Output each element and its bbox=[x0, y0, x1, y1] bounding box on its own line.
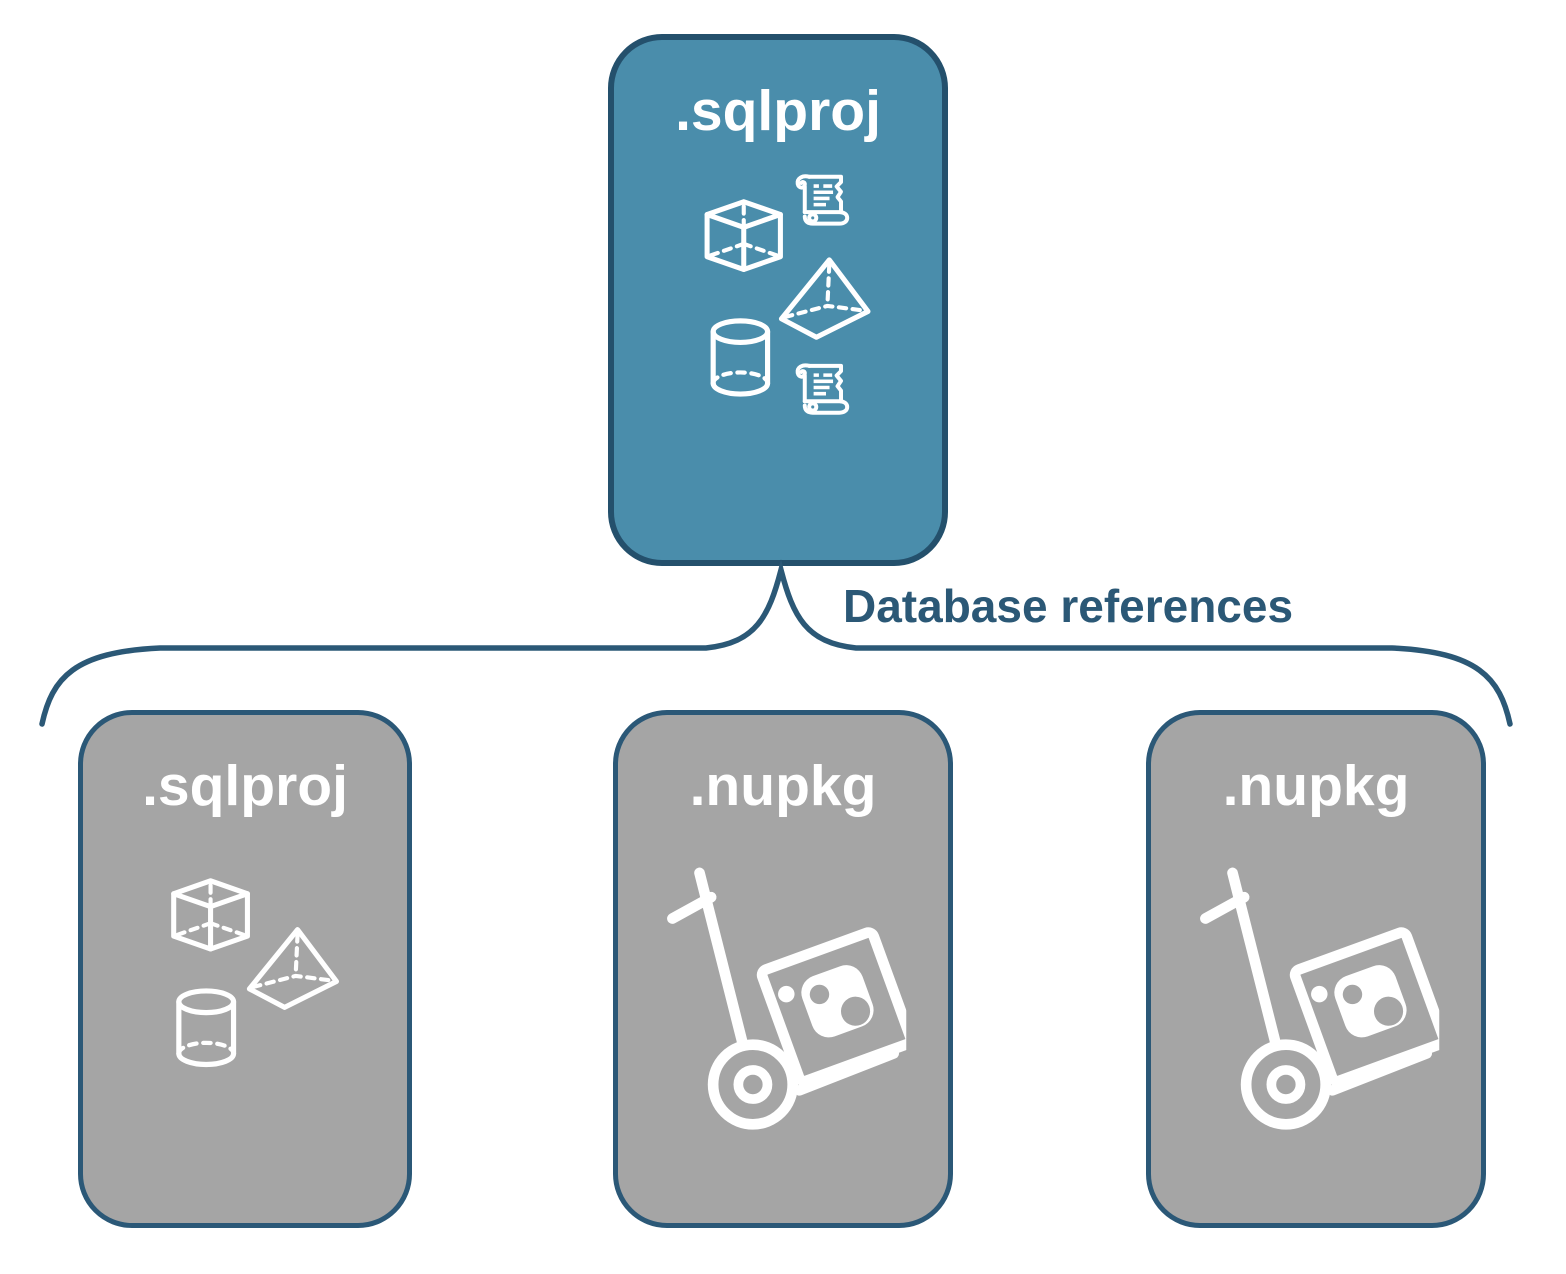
cube-icon bbox=[174, 881, 248, 949]
scroll-icon bbox=[798, 365, 848, 412]
cylinder-icon bbox=[179, 991, 234, 1065]
package-dolly-icon bbox=[672, 873, 912, 1124]
node-child-sqlproj: .sqlproj bbox=[78, 710, 412, 1228]
node-icon-cluster bbox=[614, 40, 942, 560]
node-label: .nupkg bbox=[1222, 754, 1410, 818]
scroll-icon bbox=[798, 176, 848, 223]
pyramid-icon bbox=[781, 260, 868, 337]
pyramid-icon bbox=[249, 930, 336, 1008]
node-label: .sqlproj bbox=[675, 79, 881, 143]
node-child-nupkg-1: .nupkg bbox=[613, 710, 953, 1228]
node-label: .nupkg bbox=[689, 754, 877, 818]
node-label: .sqlproj bbox=[142, 754, 348, 818]
node-root-sqlproj: .sqlproj bbox=[608, 34, 948, 566]
cylinder-icon bbox=[713, 321, 767, 394]
cube-icon bbox=[707, 202, 780, 270]
node-icon-cluster bbox=[83, 715, 407, 1223]
node-icon-cluster bbox=[1151, 715, 1481, 1223]
node-icon-cluster bbox=[618, 715, 948, 1223]
node-child-nupkg-2: .nupkg bbox=[1146, 710, 1486, 1228]
connector-label: Database references bbox=[843, 580, 1294, 632]
package-dolly-icon bbox=[1205, 873, 1445, 1124]
